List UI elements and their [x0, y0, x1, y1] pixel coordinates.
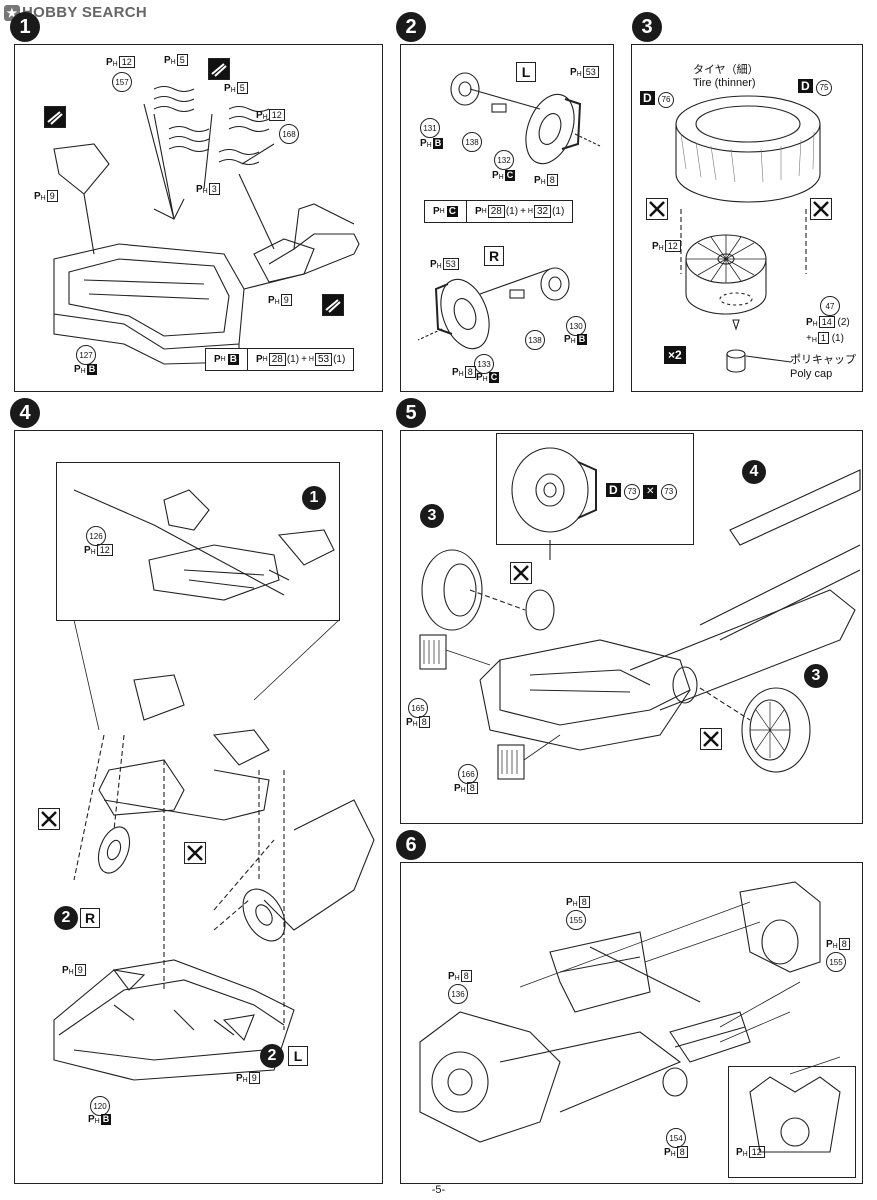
cement-brush-icon	[208, 58, 230, 80]
part-number: 155	[826, 952, 846, 972]
step-4-reference: 4	[742, 460, 766, 484]
part-number: 120	[90, 1096, 110, 1116]
polycap-label-jp: ポリキャップ	[790, 354, 856, 366]
part-number: 157	[112, 72, 132, 92]
step-6-number: 6	[396, 830, 426, 860]
right-side-marker: R	[80, 908, 100, 928]
step-2-reference: 2	[260, 1044, 284, 1068]
part-number: 165	[408, 698, 428, 718]
step-1-reference: 1	[302, 486, 326, 510]
part-number: 166	[458, 764, 478, 784]
step-2-number: 2	[396, 12, 426, 42]
no-glue-icon	[646, 198, 668, 220]
tire-label-en: Tire (thinner)	[693, 77, 756, 89]
no-glue-icon	[700, 728, 722, 750]
no-glue-icon	[810, 198, 832, 220]
no-glue-icon	[38, 808, 60, 830]
step-2-brake-drawing	[417, 72, 601, 350]
cement-brush-icon	[44, 106, 66, 128]
site-header: ★ HOBBY SEARCH	[4, 4, 147, 21]
step-3-reference: 3	[420, 504, 444, 528]
cement-brush-icon	[322, 294, 344, 316]
part-number: 126	[86, 526, 106, 546]
part-number: 133	[474, 354, 494, 374]
part-number: 127	[76, 345, 96, 365]
decal-ref-d76: D 76	[640, 91, 675, 108]
polycap-label-en: Poly cap	[790, 368, 833, 380]
step-6-engine-drawing	[419, 881, 841, 1153]
part-number: 47	[820, 296, 840, 316]
no-glue-icon: ✕	[643, 485, 658, 499]
part-number: 136	[448, 984, 468, 1004]
decal-ref-d73: D 73 ✕ 73	[606, 483, 677, 500]
part-number: 138	[462, 132, 482, 152]
step-5-assembly-drawing	[419, 447, 861, 780]
step-1-chassis-drawing	[53, 85, 360, 365]
no-glue-icon	[510, 562, 532, 584]
left-side-marker: L	[288, 1046, 308, 1066]
step-5-number: 5	[396, 398, 426, 428]
part-number: 168	[279, 124, 299, 144]
part-number: 132	[494, 150, 514, 170]
quantity-badge: ×2	[664, 346, 686, 364]
part-number: 130	[566, 316, 586, 336]
step-3-number: 3	[632, 12, 662, 42]
decal-ref-d75: D 75	[798, 79, 833, 96]
part-number: 131	[420, 118, 440, 138]
page-number: -5-	[431, 1184, 446, 1196]
no-glue-icon	[184, 842, 206, 864]
brand-name: HOBBY SEARCH	[22, 4, 148, 21]
right-side-marker: R	[484, 246, 504, 266]
tire-label-jp: タイヤ（細）	[693, 64, 759, 76]
left-side-marker: L	[516, 62, 536, 82]
step-2-reference: 2	[54, 906, 78, 930]
part-number: 154	[666, 1128, 686, 1148]
part-number: 155	[566, 910, 586, 930]
step-1-number: 1	[10, 12, 40, 42]
step-3-wheel-drawing	[675, 95, 821, 373]
part-number: 138	[525, 330, 545, 350]
step-4-detail-inset	[56, 462, 340, 621]
step-4-number: 4	[10, 398, 40, 428]
step-4-assembly-drawing	[53, 489, 375, 1081]
step-3-reference: 3	[804, 664, 828, 688]
